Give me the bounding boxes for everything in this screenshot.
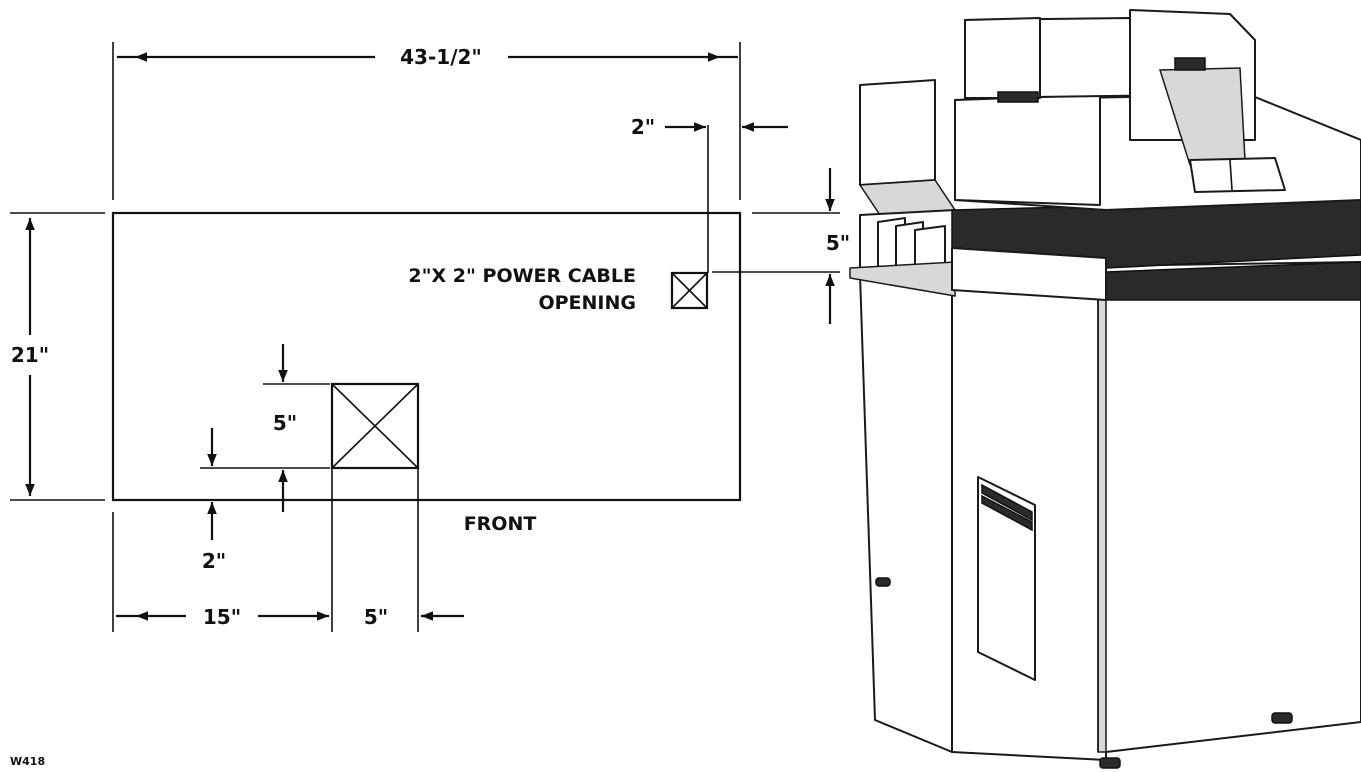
power-cable-label-line1: 2"X 2" POWER CABLE [408, 265, 636, 287]
figure-code: W418 [10, 755, 45, 768]
opening-height-label: 5" [273, 411, 297, 435]
machine-foot [875, 577, 891, 587]
front-offset-label: 2" [202, 549, 226, 573]
front-label: FRONT [464, 513, 537, 535]
floor-opening [330, 382, 420, 470]
machine-side-panel [859, 267, 953, 753]
power-cable-opening [670, 271, 709, 310]
machine-foot [1099, 757, 1121, 769]
floor-plan-outline [111, 211, 742, 502]
overall-width-label: 43-1/2" [400, 45, 482, 69]
opening-width-label: 5" [364, 605, 388, 629]
cabinet-door [977, 476, 1036, 681]
power-cable-label-line2: OPENING [538, 292, 636, 314]
overall-depth-label: 21" [11, 343, 49, 367]
machine-illustration [849, 9, 1361, 769]
left-offset-label: 15" [203, 605, 241, 629]
cable-side-offset-label: 2" [631, 115, 655, 139]
cable-top-offset-label: 5" [826, 231, 850, 255]
machine-foot [1271, 712, 1293, 724]
